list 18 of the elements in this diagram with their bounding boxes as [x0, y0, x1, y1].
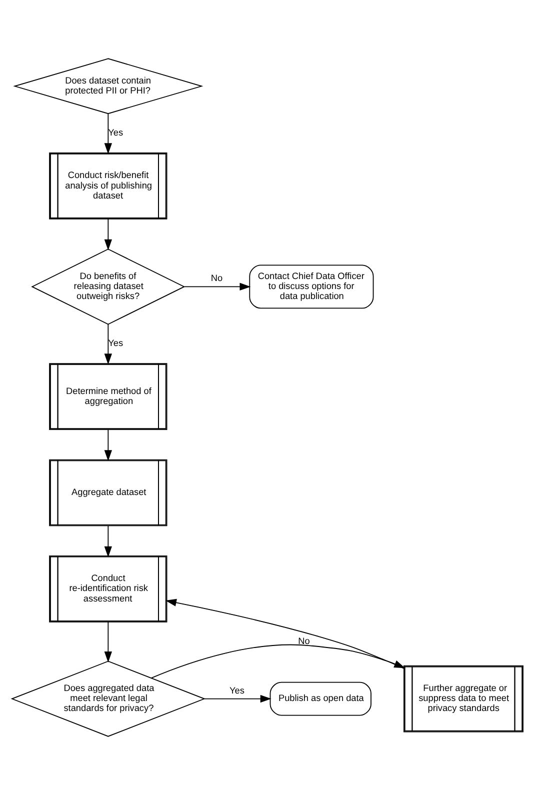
edge-label: Yes — [108, 128, 124, 138]
node-diamond: Do benefits of releasing dataset outweigh risks? — [31, 248, 186, 325]
node-box: Publish as open data — [270, 682, 372, 716]
arrow — [204, 694, 272, 703]
arrow — [104, 113, 112, 154]
arrow — [104, 525, 112, 558]
edge-label: Yes — [108, 338, 124, 348]
edge-label: No — [298, 636, 310, 646]
edge-label: No — [210, 273, 223, 284]
arrow — [184, 282, 251, 291]
arrow — [104, 218, 112, 250]
node-box: Contact Chief Data Officer to discuss options for data publication — [249, 264, 374, 309]
arrow — [104, 324, 112, 365]
edge-label: Yes — [229, 685, 244, 696]
arrow — [104, 429, 112, 462]
node-diamond: Does aggregated data meet relevant legal standards for privacy? — [10, 660, 206, 737]
arrow — [104, 621, 112, 663]
node-diamond: Does dataset contain protected PII or PHI? — [13, 58, 204, 114]
